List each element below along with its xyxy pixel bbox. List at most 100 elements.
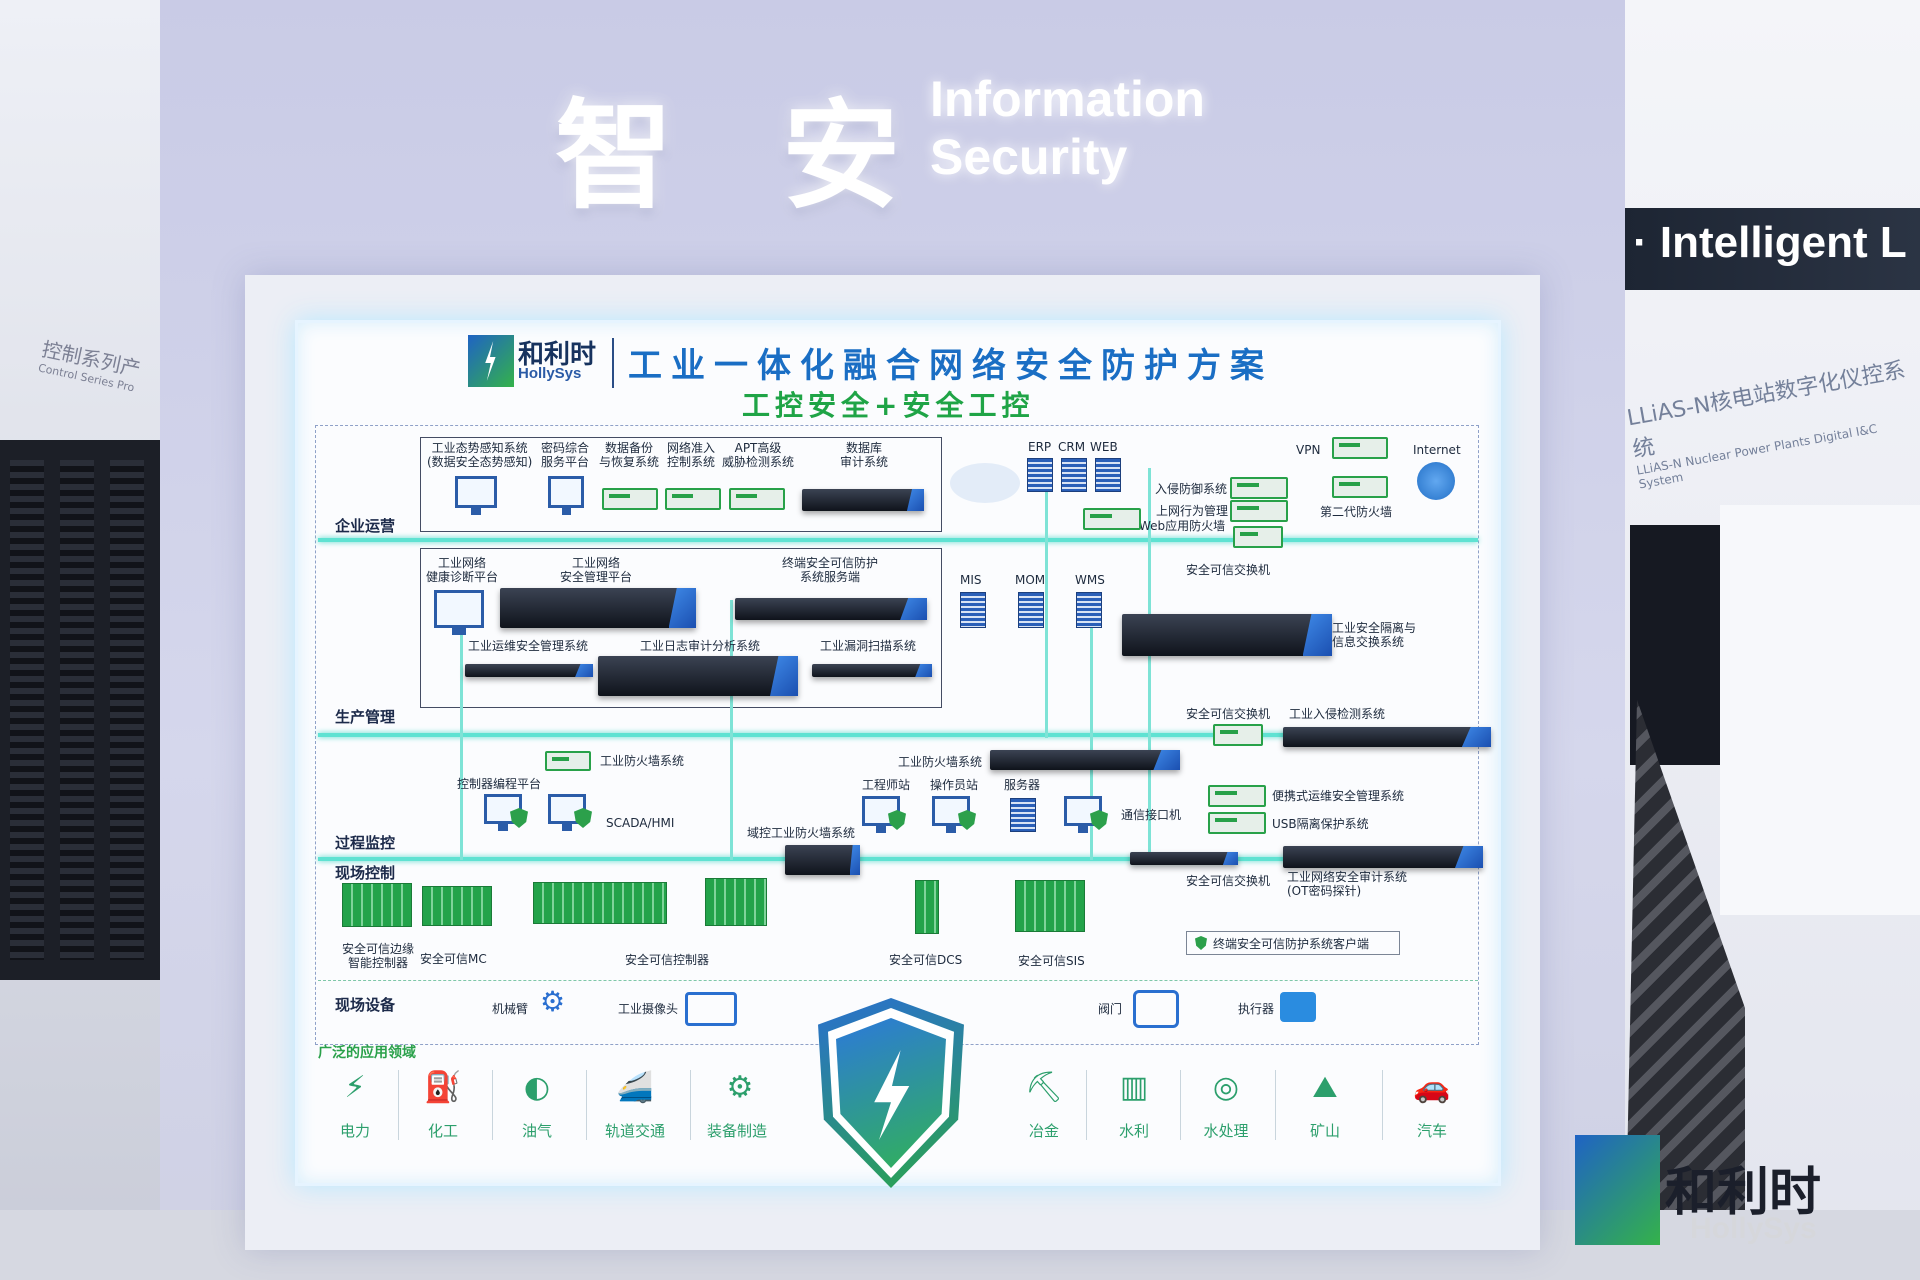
level-enterprise: 企业运营 <box>335 517 396 535</box>
label-vuln-scan: 工业漏洞扫描系统 <box>820 639 917 653</box>
metallurgy-icon: ⛏ <box>1024 1070 1064 1105</box>
endpoint-client-legend: 终端安全可信防护系统客户端 <box>1186 931 1400 955</box>
level-field-control: 现场控制 <box>335 864 396 882</box>
server-cabinet <box>0 440 160 980</box>
dcs-module <box>915 880 939 934</box>
robot-icon: ⚙ <box>726 1070 754 1105</box>
logo-en: HollySys <box>518 365 582 382</box>
sector-auto: 汽车 <box>1416 1122 1447 1140</box>
right-banner: · Intelligent L <box>1625 208 1920 290</box>
robot-arm-icon: ⚙ <box>540 985 566 1018</box>
label-behavior: 上网行为管理 <box>1156 504 1229 518</box>
server-rack-icon <box>960 592 986 628</box>
rail-icon: 🚄 <box>616 1070 654 1105</box>
sector-separator <box>690 1070 691 1140</box>
firewall-device <box>1332 476 1388 498</box>
ips-device <box>1230 477 1288 499</box>
label-arm: 机械臂 <box>492 1002 529 1016</box>
ops-audit-appliance <box>465 664 593 677</box>
label-controller: 安全可信控制器 <box>625 953 710 967</box>
label-wms: WMS <box>1075 573 1105 587</box>
device-small <box>729 488 785 510</box>
controller-rack <box>533 882 667 924</box>
label-vpn: VPN <box>1296 443 1321 457</box>
label-crypto: 密码综合 服务平台 <box>541 441 590 469</box>
sector-chemical: 化工 <box>427 1122 458 1140</box>
label-apt: APT高级 威胁检测系统 <box>722 441 795 469</box>
server-rack-icon <box>1027 458 1053 492</box>
label-backup: 数据备份 与恢复系统 <box>599 441 660 469</box>
label-log-audit: 工业日志审计分析系统 <box>640 639 761 653</box>
label-camera: 工业摄像头 <box>618 1002 679 1016</box>
label-endpoint-client: 终端安全可信防护系统客户端 <box>1213 936 1370 951</box>
label-ops-audit: 工业运维安全管理系统 <box>468 639 589 653</box>
chemical-icon: ⛽ <box>424 1070 462 1105</box>
branch-line-2 <box>1090 600 1093 860</box>
sector-rail: 轨道交通 <box>604 1122 665 1140</box>
sector-mining: 矿山 <box>1309 1122 1340 1140</box>
label-ngfw: 第二代防火墙 <box>1320 505 1393 519</box>
label-fw: 工业防火墙系统 <box>600 754 685 768</box>
label-internet: Internet <box>1413 443 1461 457</box>
switch-device <box>1233 526 1283 548</box>
process-bus <box>318 857 1478 861</box>
shield-icon <box>1090 810 1108 830</box>
endpoint-server-appliance <box>735 598 927 620</box>
server-rack-icon <box>1095 458 1121 492</box>
label-server: 服务器 <box>1004 778 1041 792</box>
label-switch2: 安全可信交换机 <box>1186 707 1271 721</box>
device-small <box>602 488 658 510</box>
corner-logo-en: HollySys <box>1690 1212 1817 1245</box>
server-rack-icon <box>1010 798 1036 832</box>
label-crm: CRM <box>1058 440 1086 454</box>
domain-fw-appliance <box>785 845 860 875</box>
label-isolation: 工业安全隔离与 信息交换系统 <box>1332 621 1417 649</box>
fw-device <box>545 751 591 771</box>
switch2-device <box>1213 724 1263 746</box>
globe-icon <box>1417 462 1455 500</box>
usb-device <box>1208 812 1266 834</box>
actuator-icon <box>1280 992 1316 1022</box>
waf-device <box>1083 508 1141 530</box>
label-situational: 工业态势感知系统 (数据安全态势感知) <box>427 441 533 469</box>
label-comm: 通信接口机 <box>1121 808 1182 822</box>
level-production: 生产管理 <box>335 708 396 726</box>
label-ips: 入侵防御系统 <box>1155 482 1228 496</box>
headline-en-line1: Information <box>930 71 1205 127</box>
label-switch: 安全可信交换机 <box>1186 563 1271 577</box>
headline-en-line2: Security <box>930 129 1128 185</box>
hollysys-logo-icon <box>468 335 514 387</box>
board-subtitle: 工控安全+安全工控 <box>742 389 1035 422</box>
label-switch3: 安全可信交换机 <box>1186 874 1271 888</box>
enterprise-subbox <box>420 437 942 532</box>
headline-en: Information Security <box>930 70 1205 186</box>
sector-separator <box>1180 1070 1181 1140</box>
vpn-device <box>1332 437 1388 459</box>
headline-cn: 智 安 <box>555 87 935 225</box>
sector-separator <box>586 1070 587 1140</box>
label-mc: 安全可信MC <box>420 952 487 966</box>
shield-icon <box>1195 936 1207 950</box>
label-portable-ops: 便携式运维安全管理系统 <box>1272 789 1405 803</box>
edge-controller <box>342 883 412 927</box>
label-ids: 工业入侵检测系统 <box>1289 707 1386 721</box>
sector-separator <box>1275 1070 1276 1140</box>
sector-separator <box>1086 1070 1087 1140</box>
shield-icon <box>510 808 528 828</box>
label-waf: Web应用防火墙 <box>1139 519 1226 533</box>
label-eng-station: 工程师站 <box>862 778 911 792</box>
sector-separator <box>1382 1070 1383 1140</box>
label-valve: 阀门 <box>1098 1002 1123 1016</box>
log-audit-appliance <box>598 656 798 696</box>
camera-icon <box>685 992 737 1026</box>
label-endpoint-server: 终端安全可信防护 系统服务端 <box>782 556 879 584</box>
level-process: 过程监控 <box>335 834 396 852</box>
label-net-audit: 工业网络安全审计系统 (OT密码探针) <box>1287 870 1408 898</box>
enterprise-bus <box>318 538 1478 542</box>
server-appliance <box>802 489 924 511</box>
vuln-scan-appliance <box>812 664 932 677</box>
label-op-station: 操作员站 <box>930 778 979 792</box>
label-usb: USB隔离保护系统 <box>1272 817 1369 831</box>
sector-oil-gas: 油气 <box>521 1122 552 1140</box>
logo-divider <box>612 338 614 388</box>
